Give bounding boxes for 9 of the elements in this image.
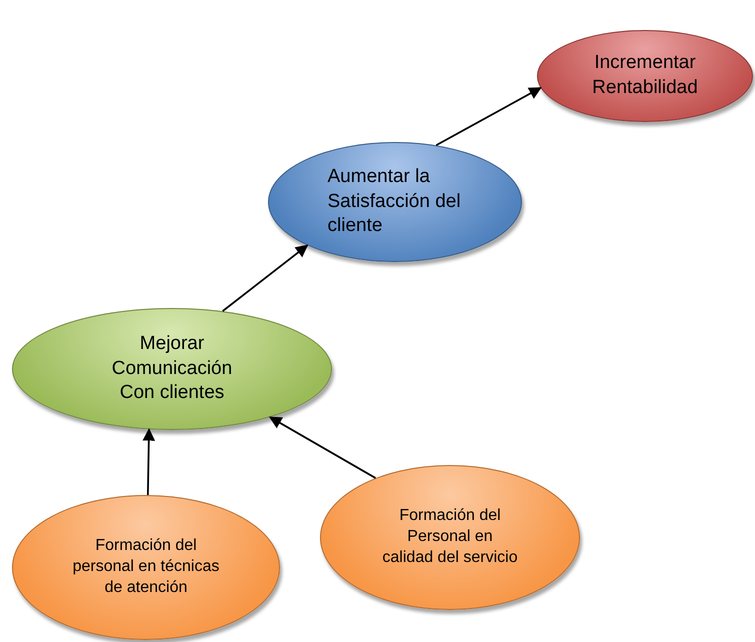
node-label: Formación del personal en técnicas de atención — [72, 536, 220, 598]
node-label: Formación del Personal en calidad del servicio — [381, 506, 519, 568]
arrow — [142, 428, 156, 496]
node-label: Mejorar Comunicación Con clientes — [110, 332, 234, 406]
arrow — [436, 87, 542, 146]
node-label: Incrementar Rentabilidad — [591, 51, 699, 100]
arrow — [269, 416, 376, 479]
arrow — [222, 244, 308, 312]
node-label: Aumentar la Satisfacción del cliente — [328, 164, 462, 238]
